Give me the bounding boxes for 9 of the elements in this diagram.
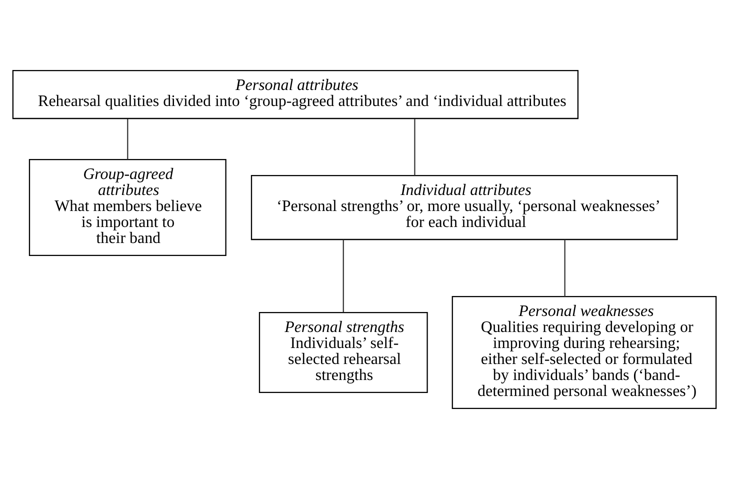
node-box: Personal attributes Rehearsal qualities divided into ‘group-agreed attributes’ and ‘individual attributes [12, 70, 579, 119]
node-box: Personal strengths Individuals’ self-selected rehearsal strengths [258, 311, 428, 393]
connector [127, 118, 128, 159]
node-box: Group-agreed attributes What members believe is important to their band [28, 158, 226, 256]
connector [342, 239, 344, 312]
node-box: Personal weaknesses Qualities requiring developing or improving during rehearsing; either self-selected or formulated by individuals’ bands (‘band-determined personal weaknesses’) [452, 296, 717, 408]
connector [414, 118, 416, 175]
node-box: Individual attributes ‘Personal strengths’ or, more usually, ‘personal weaknesses’ for each individual [250, 174, 678, 240]
connector [564, 239, 566, 296]
